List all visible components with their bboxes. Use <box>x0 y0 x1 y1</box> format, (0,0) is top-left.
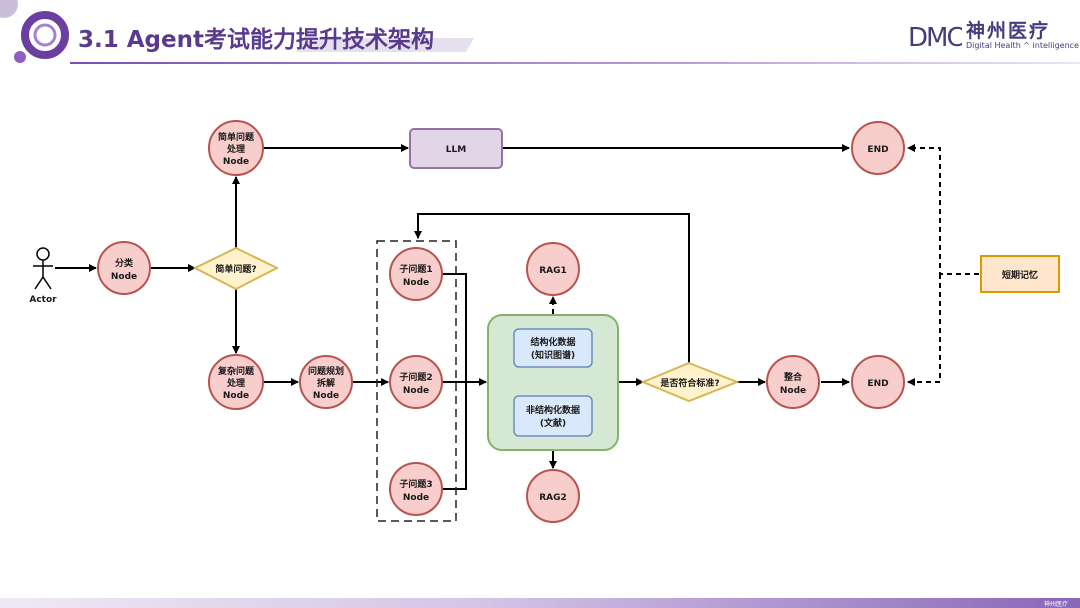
edges <box>55 144 850 490</box>
llm-label: LLM <box>446 145 466 155</box>
sub1-node <box>389 247 443 301</box>
simple-label-2: 处理 <box>226 143 245 155</box>
sub2-node <box>389 355 443 409</box>
edge-sub1-merge <box>443 273 467 382</box>
brand-logo: DMC 神州医疗 Digital Health ^ intelligence <box>908 16 1079 56</box>
sub3-label-1: 子问题3 <box>399 478 432 490</box>
sub1-label-1: 子问题1 <box>399 263 432 275</box>
footer-bar <box>0 598 1080 608</box>
plan-label-2: 拆解 <box>317 377 335 389</box>
complex-label-1: 复杂问题 <box>217 365 255 377</box>
rag2-node <box>526 469 580 523</box>
memory-label: 短期记忆 <box>1002 269 1038 281</box>
end-bottom-node <box>851 355 905 409</box>
plan-label-3: Node <box>313 391 339 401</box>
svg-text:DMC: DMC <box>908 23 962 53</box>
title-ring-icon <box>21 11 69 59</box>
complex-node <box>208 354 264 410</box>
title-ring-inner <box>33 23 57 47</box>
simple-node <box>208 120 264 176</box>
dashed-edges <box>549 144 979 386</box>
node-circles <box>97 120 905 523</box>
rag1-label: RAG1 <box>539 266 567 276</box>
unstructured-label-2: (文献) <box>540 417 566 429</box>
sub1-label-2: Node <box>403 278 429 288</box>
merge-node <box>766 355 820 409</box>
structured-data-box <box>513 328 593 368</box>
classify-node <box>97 241 151 295</box>
llm-box <box>409 128 503 169</box>
plan-node <box>299 355 353 409</box>
sub3-label-2: Node <box>403 493 429 503</box>
sub2-label-2: Node <box>403 386 429 396</box>
simple-decision <box>192 246 280 291</box>
sub3-node <box>389 462 443 516</box>
corner-dot <box>0 0 18 18</box>
rag1-node <box>526 242 580 296</box>
simple-label-3: Node <box>223 157 249 167</box>
edge-memory-endtop <box>907 144 979 275</box>
complex-label-2: 处理 <box>226 377 245 389</box>
end-top-node <box>851 121 905 175</box>
dmc-logo-icon: DMC <box>908 23 962 53</box>
unstructured-data-box <box>513 395 593 437</box>
brand-tagline: Digital Health ^ intelligence <box>966 41 1079 50</box>
merge-label-1: 整合 <box>783 371 803 383</box>
classify-label-2: Node <box>111 272 137 282</box>
edge-sub3-merge <box>443 382 467 490</box>
title-dot <box>14 51 26 63</box>
unstructured-label-1: 非结构化数据 <box>526 404 580 416</box>
plan-label-1: 问题规划 <box>308 365 344 377</box>
structured-label-2: (知识图谱) <box>531 349 575 361</box>
simple-decision-label: 简单问题? <box>215 263 256 275</box>
merge-label-2: Node <box>780 386 806 396</box>
check-decision-label: 是否符合标准? <box>659 377 719 389</box>
memory-box <box>980 255 1060 293</box>
corner-decoration <box>0 0 69 63</box>
classify-label-1: 分类 <box>115 257 134 269</box>
complex-label-3: Node <box>223 391 249 401</box>
end-bottom-label: END <box>867 379 888 389</box>
rag2-label: RAG2 <box>539 493 567 503</box>
structured-label-1: 结构化数据 <box>530 336 575 348</box>
actor-icon <box>33 247 53 290</box>
simple-label-1: 简单问题 <box>218 131 255 143</box>
footer-brand: 神州医疗 <box>1044 601 1069 608</box>
check-decision <box>640 361 740 403</box>
brand-name: 神州医疗 <box>966 20 1051 42</box>
title-underline <box>70 62 1080 64</box>
page-title: 3.1 Agent考试能力提升技术架构 <box>78 27 434 53</box>
sub2-label-1: 子问题2 <box>399 371 432 383</box>
edge-loop-back <box>414 213 690 363</box>
subquestion-group <box>376 240 457 522</box>
end-top-label: END <box>867 145 888 155</box>
actor-label: Actor <box>29 295 57 305</box>
edge-memory-endbottom <box>907 274 941 386</box>
